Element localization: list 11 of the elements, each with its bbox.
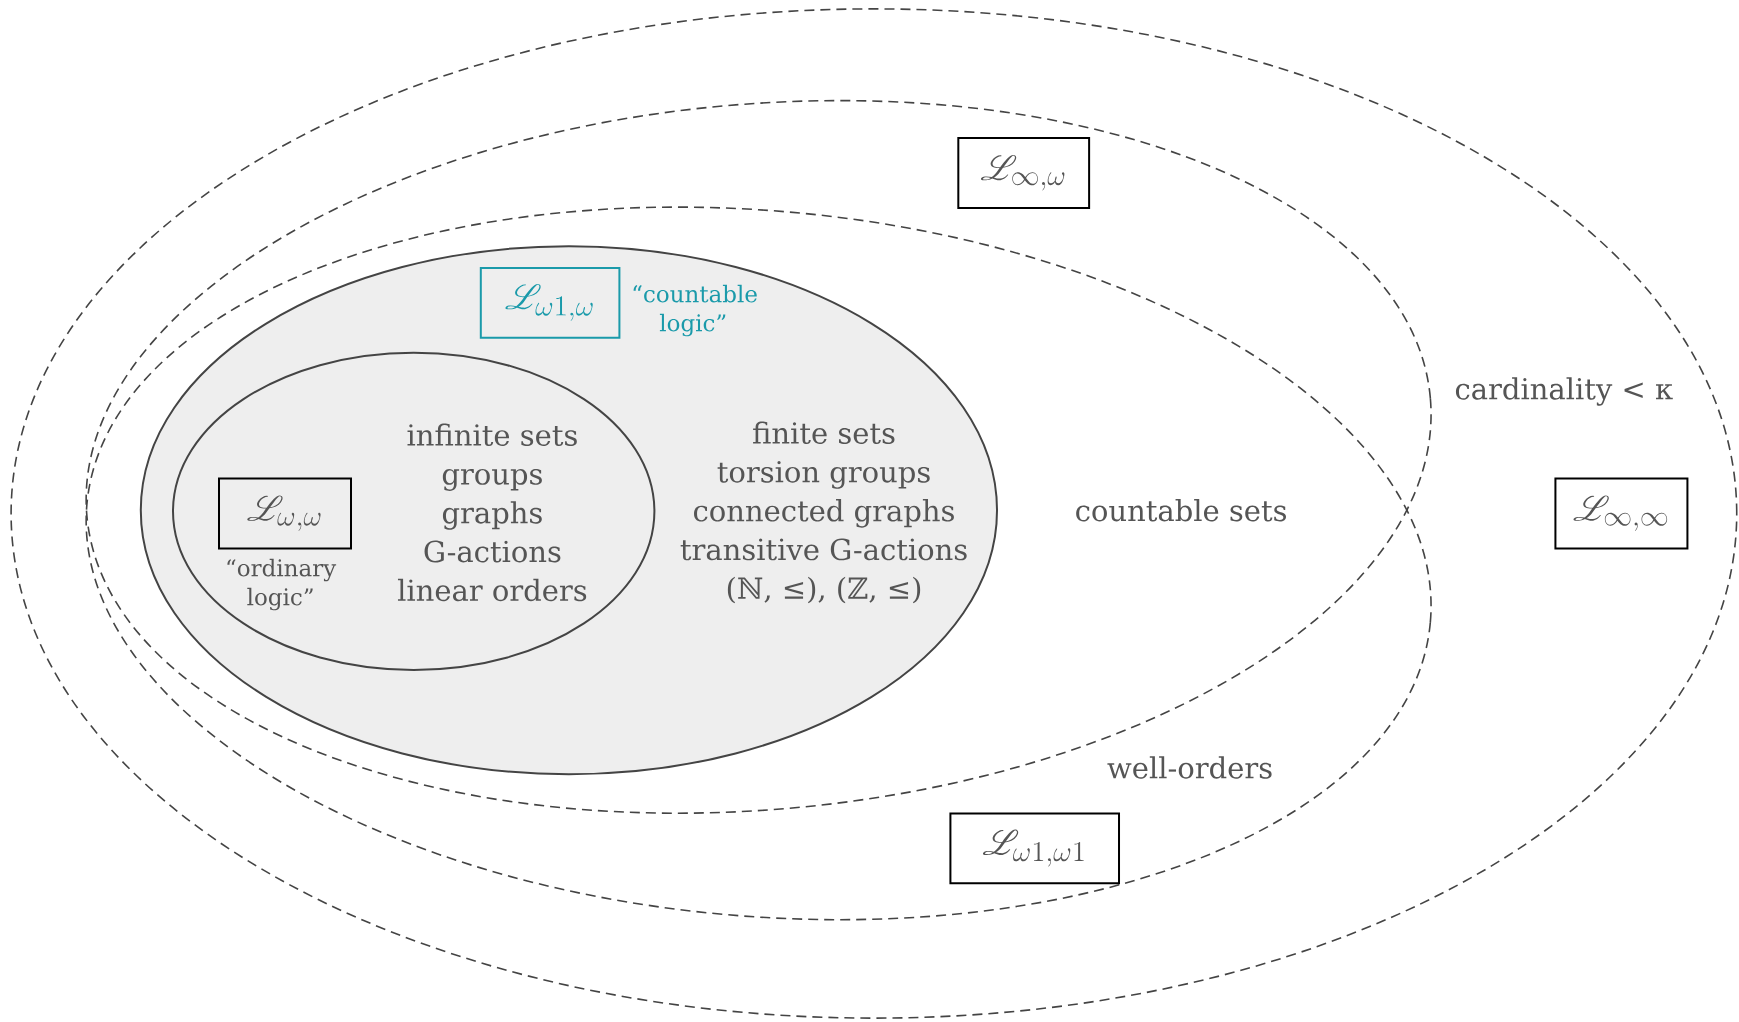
region-label: countable sets (1076, 498, 1286, 522)
logic-box: $\mathscr{L}_{\omega1,\omega1}$ (949, 812, 1120, 885)
logic-box: $\mathscr{L}_{\omega1,\omega}$ (479, 266, 621, 339)
dashed-ellipse (10, 8, 1738, 1019)
logic-box: $\mathscr{L}_{\infty,\omega}$ (957, 137, 1091, 209)
node-label: “ordinary logic” (227, 558, 337, 611)
node-label: “countable logic” (633, 284, 757, 337)
region-label: cardinality < κ (1455, 377, 1673, 406)
logic-box: $\mathscr{L}_{\omega,\omega}$ (218, 477, 352, 550)
logic-box: $\mathscr{L}_{\infty,\infty}$ (1554, 477, 1689, 550)
region-label: well-orders (1107, 756, 1272, 779)
